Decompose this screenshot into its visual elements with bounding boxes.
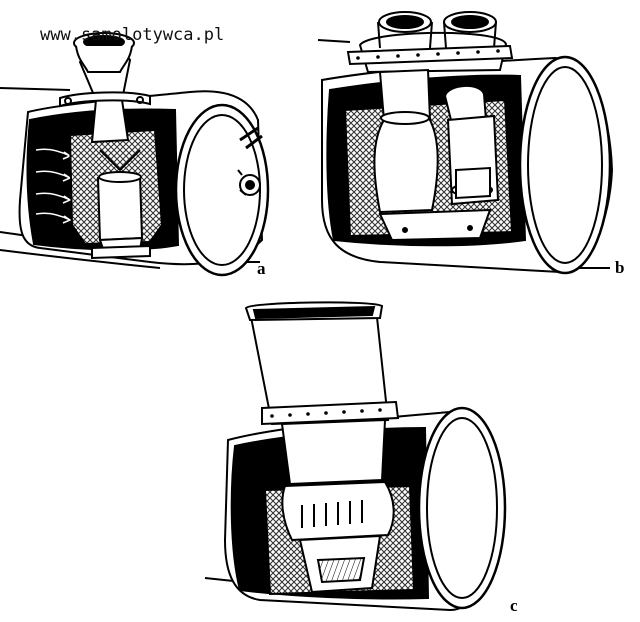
watermark-text: www.samolotywca.pl bbox=[40, 25, 225, 45]
panel-a-label: a bbox=[257, 259, 266, 278]
panel-b-drawing bbox=[317, 11, 614, 275]
panel-c-drawing bbox=[204, 301, 507, 612]
panel-a-drawing bbox=[0, 32, 270, 277]
panel-b-label: b bbox=[615, 258, 625, 277]
panel-c-label: c bbox=[510, 596, 518, 615]
